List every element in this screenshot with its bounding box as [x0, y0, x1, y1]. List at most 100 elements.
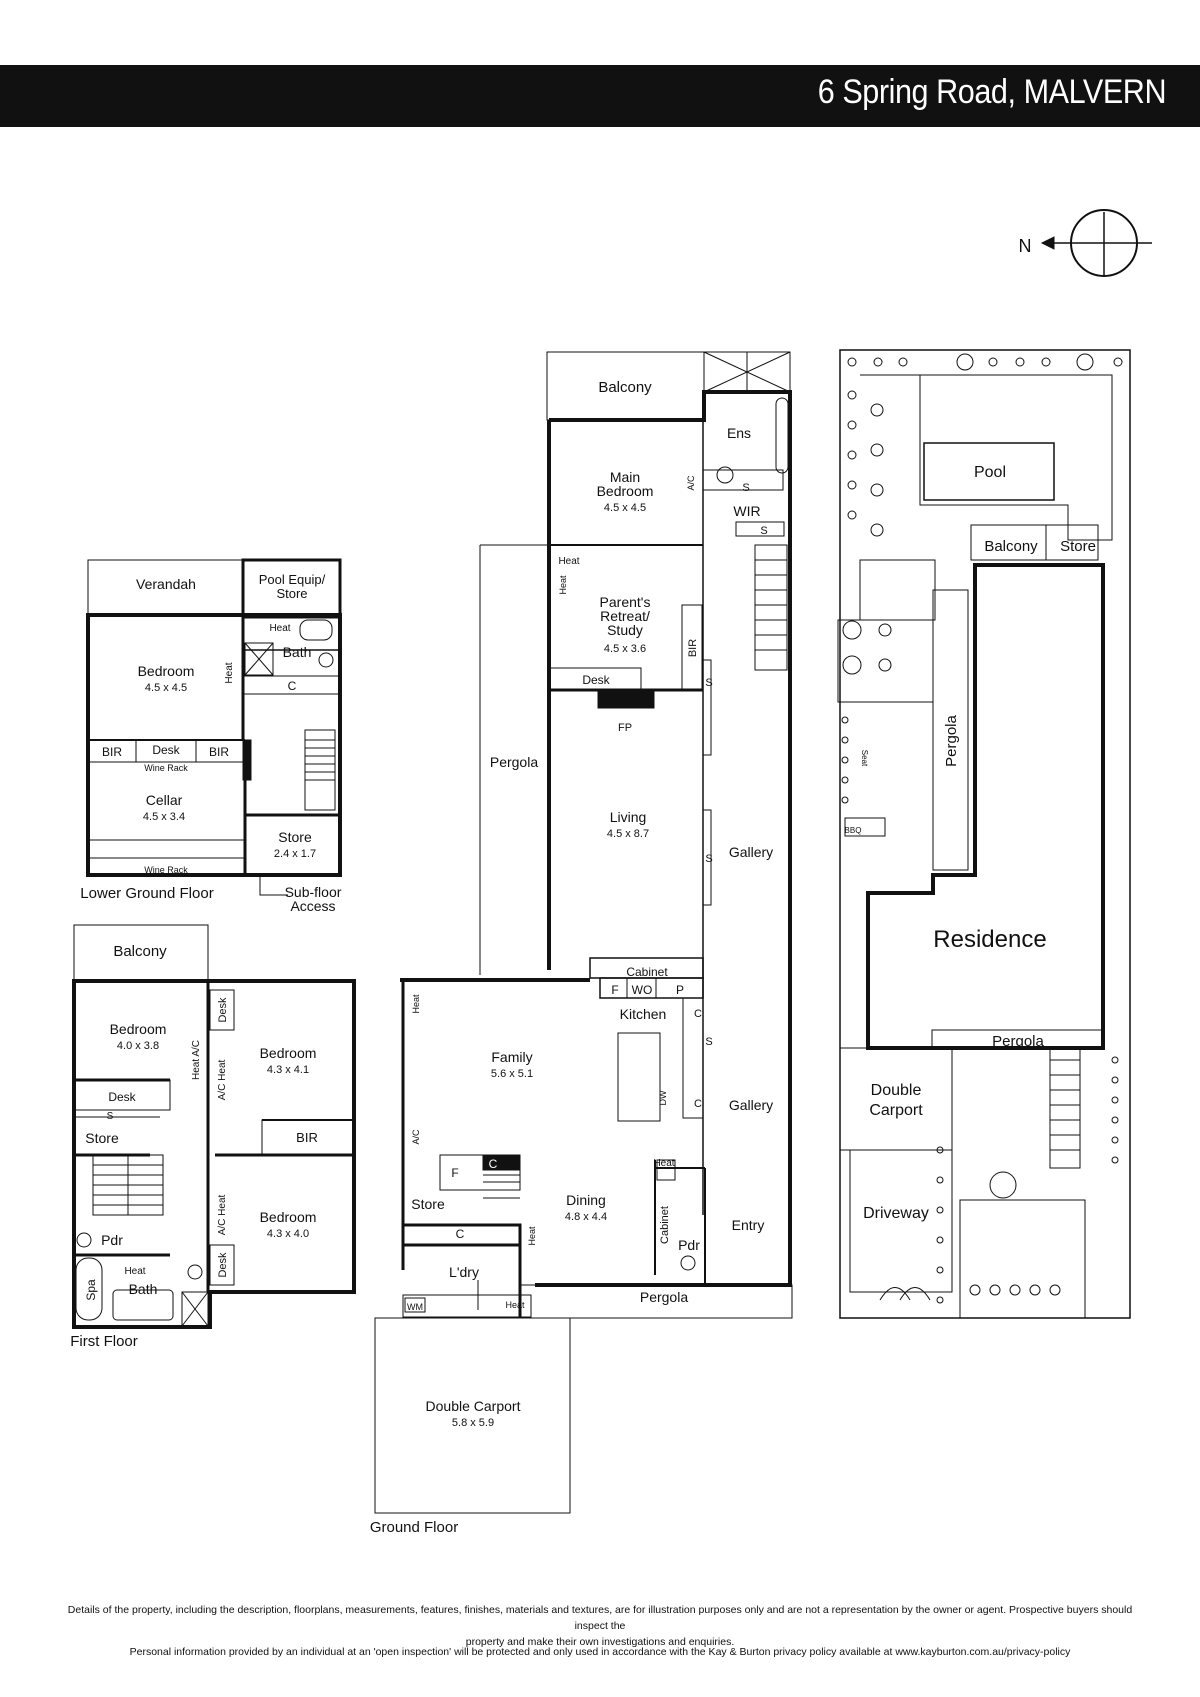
site-carport-label-1: Double — [871, 1082, 922, 1099]
gf-c4-label: C — [456, 1227, 465, 1241]
gf-ldry-label: L'dry — [449, 1264, 479, 1280]
gf-wm-label: WM — [407, 1302, 423, 1312]
ff-bedroom1-label: Bedroom — [110, 1021, 167, 1037]
lg-heat-label: Heat — [269, 623, 290, 634]
lg-store-size: 2.4 x 1.7 — [274, 848, 316, 860]
gf-fp-label: FP — [618, 722, 632, 734]
gf-living-size: 4.5 x 8.7 — [607, 828, 649, 840]
gf-heat-5: Heat — [527, 1226, 537, 1246]
ff-balcony-label: Balcony — [113, 943, 167, 960]
site-pool-label: Pool — [974, 464, 1006, 481]
ff-bir-label: BIR — [296, 1130, 318, 1145]
gf-carport-label: Double Carport — [426, 1398, 521, 1414]
gf-shelf-5: S — [705, 1036, 712, 1048]
ff-bedroom2-size: 4.3 x 4.1 — [267, 1064, 309, 1076]
gf-ac-2-label: A/C — [411, 1129, 421, 1145]
first-floor-plan — [72, 924, 356, 1329]
site-pergola-bottom-label: Pergola — [992, 1033, 1044, 1050]
lg-floor-label: Lower Ground Floor — [80, 885, 213, 902]
site-driveway-label: Driveway — [863, 1205, 929, 1222]
north-label: N — [1019, 236, 1032, 256]
gf-heat-1: Heat — [558, 556, 579, 567]
ff-spa-label: Spa — [84, 1279, 98, 1301]
lg-desk-label: Desk — [152, 743, 180, 757]
site-seat-label: Seat — [860, 750, 869, 767]
ff-desk-label: Desk — [108, 1090, 136, 1104]
gf-shelf-3: S — [705, 677, 712, 689]
ff-bath-label: Bath — [129, 1281, 158, 1297]
gf-heat-3: Heat — [411, 994, 421, 1014]
privacy-line: Personal information provided by an indi… — [129, 1646, 1071, 1658]
site-balcony-label: Balcony — [984, 538, 1038, 555]
gf-retreat-size: 4.5 x 3.6 — [604, 643, 646, 655]
ff-bedroom1-size: 4.0 x 3.8 — [117, 1040, 159, 1052]
site-bbq-label: BBQ — [845, 826, 862, 835]
gf-bir-label: BIR — [687, 639, 699, 657]
gf-shelf-1: S — [742, 482, 749, 494]
gf-family-label: Family — [491, 1049, 532, 1065]
lg-bedroom-size: 4.5 x 4.5 — [145, 682, 187, 694]
title-bar: 6 Spring Road, MALVERN — [0, 65, 1200, 127]
ff-heat-label: Heat — [124, 1266, 145, 1277]
gf-dw-label: DW — [658, 1090, 668, 1105]
gf-f-label: F — [611, 983, 618, 997]
gf-retreat-label-1: Parent's — [600, 594, 651, 610]
gf-ens-label: Ens — [727, 425, 751, 441]
ff-desk-vertical-top: Desk — [217, 997, 229, 1023]
ff-desk-vertical-bottom: Desk — [217, 1252, 229, 1278]
site-plan — [837, 349, 1131, 1319]
gf-kitchen-label: Kitchen — [620, 1006, 667, 1022]
garden-plant-icon — [841, 353, 1123, 1304]
site-carport-label-2: Carport — [869, 1102, 923, 1119]
gf-shelf-4: S — [705, 853, 712, 865]
gf-balcony-label: Balcony — [598, 379, 652, 396]
gf-wo-label: WO — [632, 983, 653, 997]
gf-dining-size: 4.8 x 4.4 — [565, 1211, 607, 1223]
site-store-label: Store — [1060, 538, 1096, 555]
ground-floor-plan — [374, 351, 793, 1514]
lg-subfloor-label-1: Sub-floor — [285, 884, 342, 900]
gf-entry-label: Entry — [732, 1217, 765, 1233]
site-pergola-vertical-label: Pergola — [943, 714, 960, 766]
lg-subfloor-label-2: Access — [290, 898, 335, 914]
gf-retreat-label-2: Retreat/ — [600, 608, 650, 624]
property-address: 6 Spring Road, MALVERN — [817, 73, 1167, 111]
gf-retreat-label-3: Study — [607, 622, 643, 638]
lg-bir-right-label: BIR — [209, 745, 229, 759]
gf-gallery-1-label: Gallery — [729, 844, 773, 860]
gf-dining-label: Dining — [566, 1192, 606, 1208]
gf-gallery-2-label: Gallery — [729, 1097, 773, 1113]
gf-heat-2: Heat — [558, 575, 568, 595]
gf-pdr-label: Pdr — [678, 1237, 700, 1253]
lg-bir-left-label: BIR — [102, 745, 122, 759]
gf-main-bedroom-size: 4.5 x 4.5 — [604, 502, 646, 514]
compass-icon — [1040, 209, 1152, 277]
gf-c1-label: C — [694, 1008, 702, 1020]
lg-wine-rack-bottom: Wine Rack — [144, 865, 188, 875]
gf-main-bedroom-label-2: Bedroom — [597, 483, 654, 499]
ff-ac-heat-1: A/C Heat — [217, 1059, 228, 1100]
privacy-text: Personal information provided by an indi… — [60, 1644, 1140, 1660]
gf-family-size: 5.6 x 5.1 — [491, 1068, 533, 1080]
ff-floor-label: First Floor — [70, 1333, 138, 1350]
ff-heat-ac-1: Heat A/C — [191, 1040, 202, 1080]
gf-cabinet-2-label: Cabinet — [659, 1206, 671, 1244]
lg-verandah-label: Verandah — [136, 576, 196, 592]
gf-shelf-2: S — [760, 525, 767, 537]
gf-store-label: Store — [411, 1196, 445, 1212]
gf-fridge-label: F — [451, 1166, 458, 1180]
lg-cellar-size: 4.5 x 3.4 — [143, 811, 185, 823]
gf-heat-4: Heat — [653, 1158, 674, 1169]
gf-heat-6: Heat — [505, 1300, 525, 1310]
gf-living-label: Living — [610, 809, 647, 825]
gf-pergola-left-label: Pergola — [490, 754, 538, 770]
gf-main-bedroom-label-1: Main — [610, 469, 640, 485]
lg-cupboard-label: C — [288, 679, 297, 693]
lg-pool-equip-label-2: Store — [276, 586, 307, 601]
ff-store-label: Store — [85, 1130, 119, 1146]
ff-ac-heat-2: A/C Heat — [217, 1194, 228, 1235]
lg-bedroom-label: Bedroom — [138, 663, 195, 679]
lg-bath-label: Bath — [283, 644, 312, 660]
disclaimer-line-1: Details of the property, including the d… — [67, 1604, 1133, 1632]
